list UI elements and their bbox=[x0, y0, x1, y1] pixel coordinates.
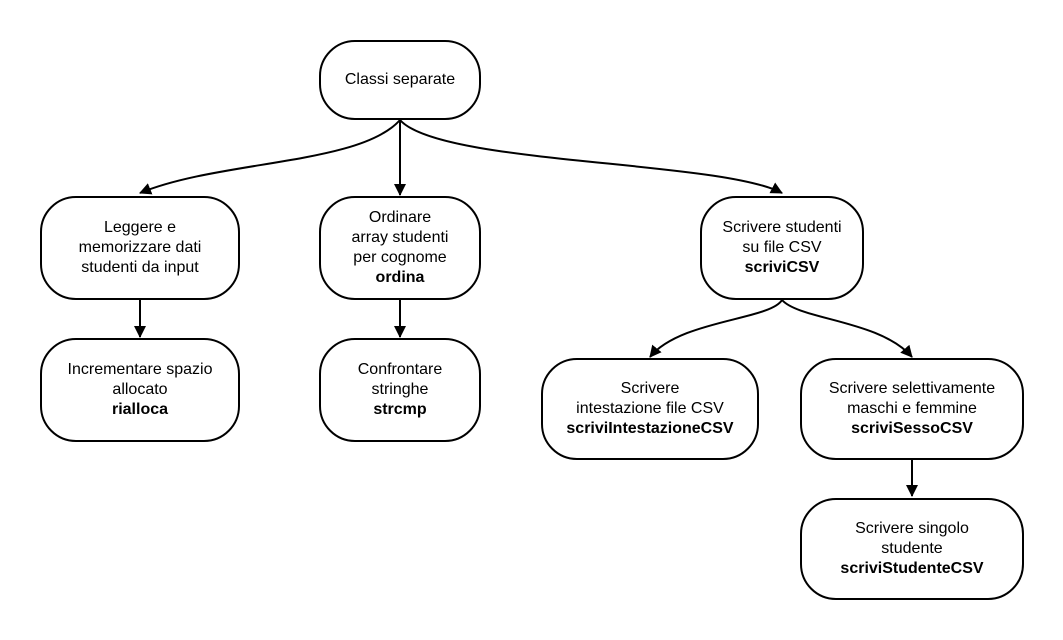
node-function-name: scriviIntestazioneCSV bbox=[566, 420, 734, 437]
node-label-line-1: Leggere e bbox=[103, 219, 177, 236]
node-scrivere-studenti: Scrivere studenti su file CSV scriviCSV bbox=[700, 196, 864, 300]
node-label-line-2: maschi e femmine bbox=[847, 400, 977, 417]
node-scrivere-intestazione: Scrivere intestazione file CSV scriviInt… bbox=[541, 358, 759, 460]
node-label-line-2: stringhe bbox=[371, 381, 429, 398]
node-function-name: scriviSessoCSV bbox=[851, 420, 973, 437]
node-function-name: rialloca bbox=[111, 401, 169, 418]
node-function-name: ordina bbox=[375, 269, 425, 286]
edge-root-to-leggere bbox=[139, 119, 401, 195]
node-label-line-1: Confrontare bbox=[357, 361, 443, 378]
node-scrivere-singolo-studente: Scrivere singolo studente scriviStudente… bbox=[800, 498, 1024, 600]
node-label-line-1: Scrivere bbox=[620, 380, 680, 397]
node-label-line-1: Scrivere selettivamente bbox=[828, 380, 996, 397]
edge-scrivere-to-intestazione bbox=[649, 299, 783, 358]
node-function-name: scriviStudenteCSV bbox=[840, 560, 984, 577]
edge-scrivere-to-sesso bbox=[781, 299, 913, 358]
node-label-line-2: studente bbox=[881, 540, 943, 557]
node-label-line-2: allocato bbox=[112, 381, 168, 398]
edge-root-to-scrivere bbox=[399, 119, 783, 194]
node-label-line-1: Classi separate bbox=[344, 71, 456, 88]
node-function-name: scriviCSV bbox=[744, 259, 820, 276]
node-label-line-1: Scrivere studenti bbox=[722, 219, 842, 236]
node-label-line-1: Ordinare bbox=[368, 209, 432, 226]
node-ordinare-array: Ordinare array studenti per cognome ordi… bbox=[319, 196, 481, 300]
node-confrontare-stringhe: Confrontare stringhe strcmp bbox=[319, 338, 481, 442]
node-label-line-2: su file CSV bbox=[742, 239, 822, 256]
node-label-line-1: Scrivere singolo bbox=[855, 520, 969, 537]
node-label-line-2: memorizzare dati bbox=[78, 239, 202, 256]
node-label-line-3: per cognome bbox=[353, 249, 447, 266]
node-leggere-memorizzare: Leggere e memorizzare dati studenti da i… bbox=[40, 196, 240, 300]
node-scrivere-selettivamente: Scrivere selettivamente maschi e femmine… bbox=[800, 358, 1024, 460]
node-label-line-3: studenti da input bbox=[81, 259, 199, 276]
node-function-name: strcmp bbox=[373, 401, 427, 418]
node-label-line-2: intestazione file CSV bbox=[576, 400, 724, 417]
node-classi-separate: Classi separate bbox=[319, 40, 481, 120]
node-label-line-2: array studenti bbox=[351, 229, 449, 246]
node-incrementare-spazio: Incrementare spazio allocato rialloca bbox=[40, 338, 240, 442]
node-label-line-1: Incrementare spazio bbox=[67, 361, 213, 378]
